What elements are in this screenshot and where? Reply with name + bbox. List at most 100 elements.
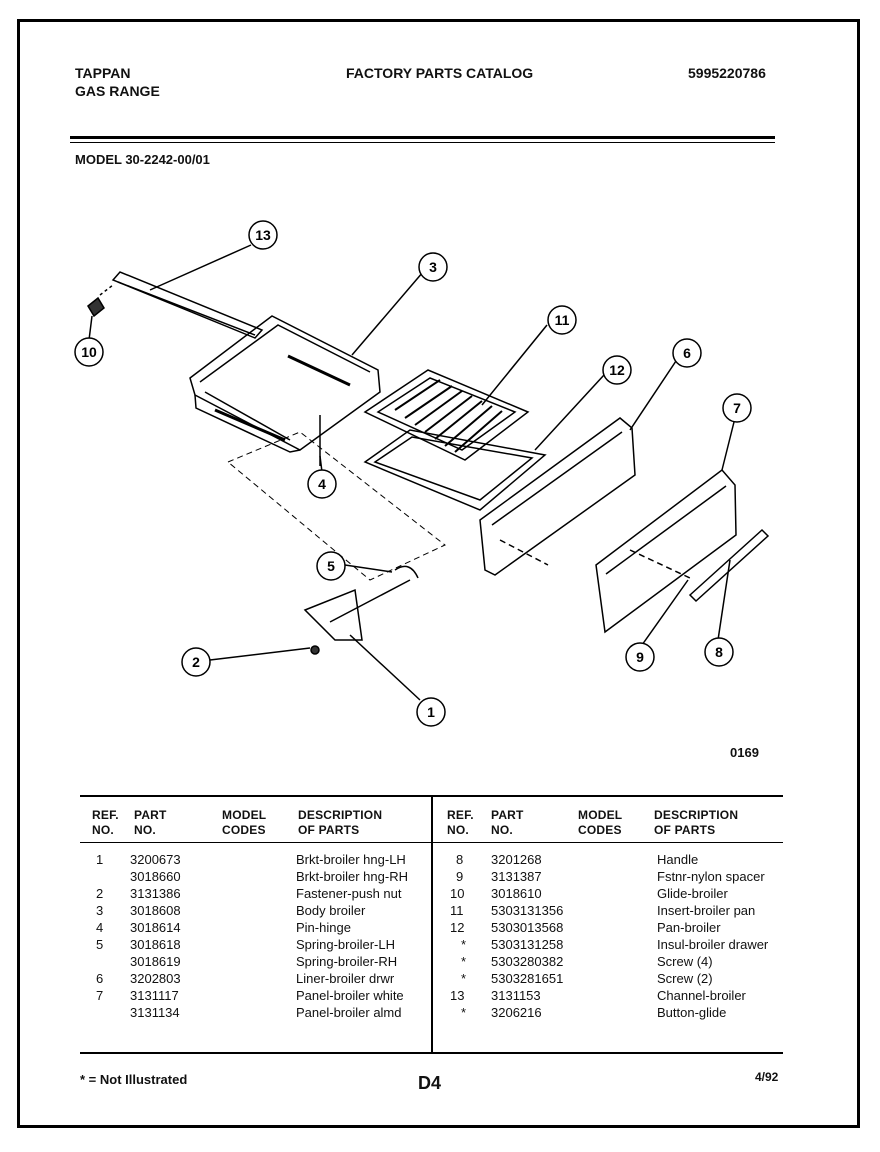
figure-code: 0169 [730,745,759,760]
ref-no: 7 [96,988,104,1003]
part-description: Spring-broiler-LH [296,937,395,952]
part-no: 3206216 [491,1005,542,1020]
part-no: 3131386 [130,886,181,901]
callout-13: 13 [248,220,278,250]
callout-2-label: 2 [192,654,200,670]
callout-11-label: 11 [555,312,570,328]
table-rule-top [80,795,783,797]
part-description: Pin-hinge [296,920,351,935]
part-description: Brkt-broiler hng-LH [296,852,406,867]
model-line: MODEL 30-2242-00/01 [75,152,210,167]
product-name: GAS RANGE [75,83,160,99]
ref-no: * [461,954,467,969]
part-no: 3202803 [130,971,181,986]
part-description: Screw (2) [657,971,713,986]
part-no: 3018660 [130,869,181,884]
callout-13-label: 13 [255,227,271,243]
ref-no: 10 [450,886,465,901]
part-description: Brkt-broiler hng-RH [296,869,408,884]
hdr-desc-l2: OF PARTS [298,823,360,837]
part-description: Panel-broiler almd [296,1005,402,1020]
part-no: 5303131356 [491,903,564,918]
part-description: Channel-broiler [657,988,746,1003]
header-rule-top [70,136,775,139]
ref-no: * [461,937,467,952]
hdr-part-r2: NO. [491,823,513,837]
ref-no: 2 [96,886,104,901]
not-illustrated-note: * = Not Illustrated [80,1072,188,1087]
ref-no: 6 [96,971,104,986]
part-no: 5303281651 [491,971,564,986]
callout-8-label: 8 [715,644,723,660]
catalog-number: 5995220786 [688,65,766,81]
callout-3-label: 3 [429,259,437,275]
revision-date: 4/92 [755,1070,779,1084]
part-no: 5303280382 [491,954,564,969]
part-no: 3018610 [491,886,542,901]
hdr-desc-l1: DESCRIPTION [298,808,383,822]
ref-no: 11 [450,903,464,918]
hdr-ref-r1: REF. [447,808,474,822]
part-no: 3131387 [491,869,542,884]
hdr-model-l2: CODES [222,823,266,837]
part-no: 3200673 [130,852,181,867]
ref-no: 13 [450,988,465,1003]
ref-no: 4 [96,920,104,935]
callout-8: 8 [704,637,734,667]
part-description: Liner-broiler drwr [296,971,395,986]
hdr-model-r2: CODES [578,823,622,837]
exploded-parts-diagram: 13 3 10 11 12 6 7 4 5 2 1 9 8 [74,220,770,727]
part-description: Spring-broiler-RH [296,954,398,969]
hdr-model-l1: MODEL [222,808,267,822]
hdr-part-l2: NO. [134,823,156,837]
part-no: 5303013568 [491,920,564,935]
part-description: Insul-broiler drawer [657,937,769,952]
part-no: 3018614 [130,920,181,935]
header-rule-bottom [70,142,775,143]
callout-3: 3 [418,252,448,282]
callout-6: 6 [672,338,702,368]
hdr-ref-l2: NO. [92,823,114,837]
brand: TAPPAN [75,65,131,81]
hdr-part-l1: PART [134,808,167,822]
page-frame [17,19,860,1128]
callout-9: 9 [625,642,655,672]
part-description: Screw (4) [657,954,713,969]
hdr-desc-r1: DESCRIPTION [654,808,739,822]
table-divider [431,797,433,1052]
callout-7-label: 7 [733,400,741,416]
ref-no: 3 [96,903,104,918]
callout-5-label: 5 [327,558,335,574]
part-no: 3201268 [491,852,542,867]
table-rule-bottom [80,1052,783,1054]
callout-5: 5 [316,551,346,581]
hdr-ref-l1: REF. [92,808,119,822]
callout-12-label: 12 [609,362,625,378]
catalog-title: FACTORY PARTS CATALOG [346,65,534,81]
part-description: Insert-broiler pan [657,903,756,918]
callout-2: 2 [181,647,211,677]
hdr-part-r1: PART [491,808,524,822]
part-no: 3131153 [491,988,541,1003]
page-number: D4 [418,1073,442,1093]
part-description: Button-glide [657,1005,727,1020]
ref-no: 5 [96,937,104,952]
part-description: Panel-broiler white [296,988,404,1003]
callout-7: 7 [722,393,752,423]
callout-4: 4 [307,469,337,499]
ref-no: * [461,971,467,986]
part-no: 5303131258 [491,937,564,952]
part-no: 3018618 [130,937,181,952]
part-description: Fstnr-nylon spacer [657,869,765,884]
hdr-desc-r2: OF PARTS [654,823,716,837]
callout-1: 1 [416,697,446,727]
callout-6-label: 6 [683,345,691,361]
ref-no: 12 [450,920,465,935]
part-description: Handle [657,852,699,867]
hdr-ref-r2: NO. [447,823,469,837]
ref-no: 9 [456,869,464,884]
callout-10-label: 10 [81,344,97,360]
part-description: Pan-broiler [657,920,721,935]
ref-no: 1 [96,852,104,867]
hdr-model-r1: MODEL [578,808,623,822]
